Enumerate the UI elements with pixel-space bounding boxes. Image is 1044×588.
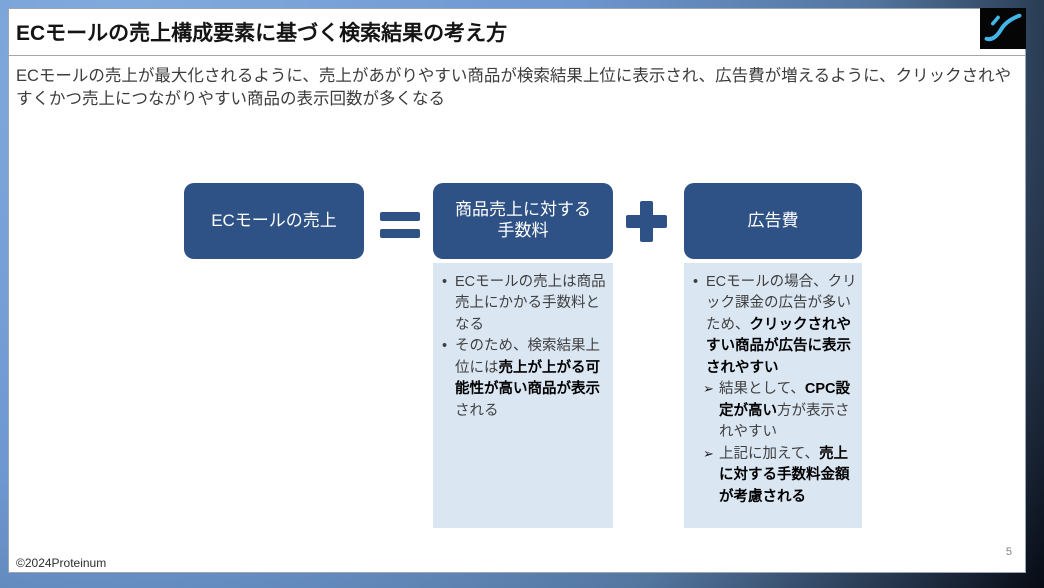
- lead-paragraph: ECモールの売上が最大化されるように、売上があがりやすい商品が検索結果上位に表示…: [16, 67, 1012, 109]
- plus-operator: [626, 201, 667, 242]
- commission-label-line2: 手数料: [497, 221, 549, 240]
- page-number: 5: [1005, 546, 1012, 558]
- note-text-segment: ECモールの売上は商品売上にかかる手数料となる: [455, 274, 606, 333]
- note-text-segment: クリックされやすい商品が広告に表示されやすい: [706, 316, 851, 376]
- note-item: ➢ 結果として、CPC設定が高い方が表示されやすい: [703, 379, 857, 443]
- arrow-bullet-icon: ➢: [703, 445, 714, 461]
- commission-box: 商品売上に対する 手数料: [433, 183, 613, 259]
- note-text-segment: CPC設定が高い: [719, 381, 850, 419]
- note-item: ➢ 上記に加えて、売上に対する手数料金額が考慮される: [703, 444, 857, 508]
- ec-mall-sales-label: ECモールの売上: [211, 210, 337, 230]
- title-bar: ECモールの売上構成要素に基づく検索結果の考え方: [9, 9, 1025, 56]
- proteinum-logo: [980, 8, 1026, 49]
- equals-bar-bottom: [380, 229, 420, 238]
- dot-bullet-icon: •: [693, 274, 699, 290]
- note-text-segment: される: [455, 402, 499, 419]
- page-title: ECモールの売上構成要素に基づく検索結果の考え方: [16, 22, 508, 45]
- commission-label-line1: 商品売上に対する: [455, 200, 591, 220]
- note-text-segment: 売上に対する手数料金額が考慮される: [719, 445, 850, 505]
- copyright-text: ©2024Proteinum: [16, 556, 107, 570]
- note-item: • ECモールの場合、クリック課金の広告が多いため、クリックされやすい商品が広告に…: [691, 272, 857, 379]
- proteinum-logo-icon: [984, 13, 1022, 41]
- note-text-segment: 上記に加えて、: [719, 445, 820, 462]
- plus-bar-vertical: [640, 201, 653, 242]
- ad-notes-panel: • ECモールの場合、クリック課金の広告が多いため、クリックされやすい商品が広告に…: [684, 263, 862, 528]
- note-item: • ECモールの売上は商品売上にかかる手数料となる: [440, 272, 608, 336]
- arrow-bullet-icon: ➢: [703, 381, 714, 397]
- ec-mall-sales-box: ECモールの売上: [184, 183, 364, 259]
- presentation-slide: ECモールの売上構成要素に基づく検索結果の考え方 ECモールの売上が最大化される…: [8, 8, 1026, 573]
- note-text-segment: 結果として、: [719, 381, 805, 398]
- ad-cost-label: 広告費: [747, 210, 799, 230]
- equals-operator: [380, 212, 420, 238]
- note-text-segment: そのため、検索結果上位には: [455, 338, 600, 376]
- ad-cost-box: 広告費: [684, 183, 862, 259]
- dot-bullet-icon: •: [442, 338, 448, 355]
- dot-bullet-icon: •: [442, 274, 448, 290]
- note-text-segment: 方が表示されやすい: [719, 402, 850, 441]
- note-text-segment: ECモールの場合、クリック課金の広告が多いため、: [706, 274, 857, 333]
- commission-notes-panel: • ECモールの売上は商品売上にかかる手数料となる • そのため、検索結果上位には売上…: [433, 263, 613, 528]
- note-text-segment: 売上が上がる可能性が高い商品が表示: [455, 359, 600, 398]
- equals-bar-top: [380, 212, 420, 221]
- note-item: • そのため、検索結果上位には売上が上がる可能性が高い商品が表示される: [440, 336, 608, 422]
